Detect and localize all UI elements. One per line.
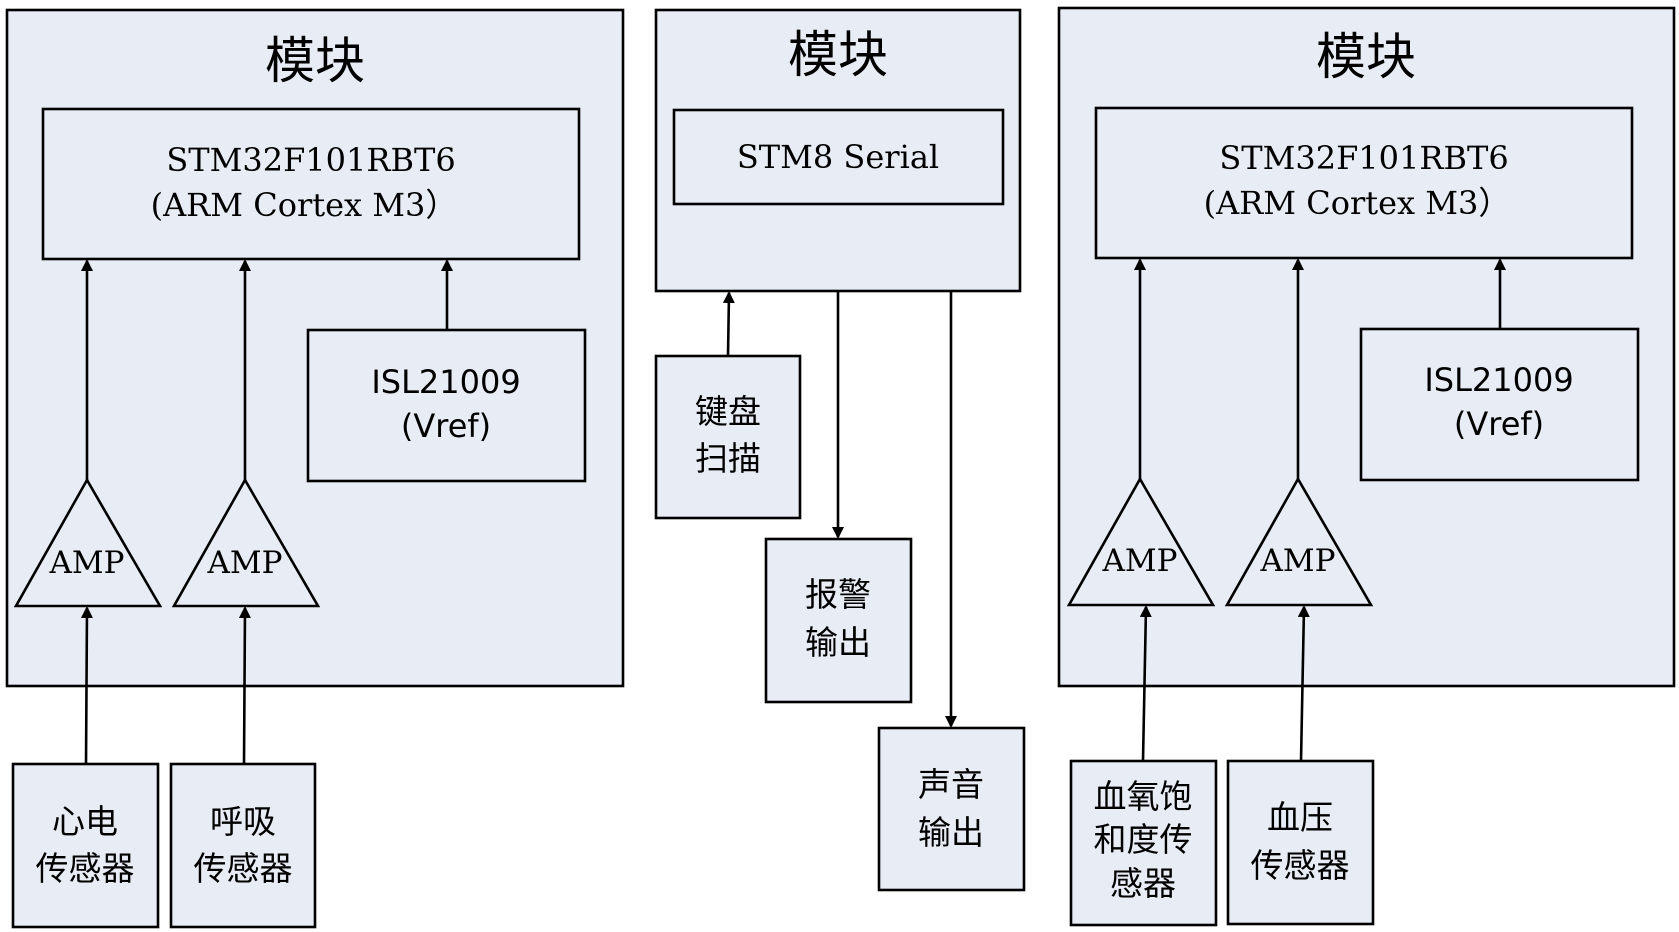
resp-sensor-block: 呼吸 传感器 (169, 762, 317, 929)
spo2-sensor-label-1: 血氧饱 (1094, 777, 1193, 816)
left-amp-2-triangle (171, 477, 321, 608)
left-vref-block: ISL21009 (Vref) (306, 328, 587, 483)
right-amp-2: AMP (1224, 476, 1374, 607)
right-amp-1: AMP (1066, 476, 1216, 607)
middle-mcu-label: STM8 Serial (737, 138, 939, 176)
ecg-sensor-frame (11, 762, 160, 929)
right-amp-2-triangle (1224, 476, 1374, 607)
bp-sensor-frame (1226, 759, 1375, 926)
right-amp-1-triangle (1066, 476, 1216, 607)
left-mcu-block: STM32F101RBT6 (ARM Cortex M3） (41, 107, 581, 261)
keyboard-scan-block: 键盘 扫描 (654, 354, 802, 520)
right-mcu-frame (1094, 106, 1634, 260)
left-vref-frame (306, 328, 587, 483)
resp-sensor-sublabel: 传感器 (194, 849, 293, 888)
right-mcu-block: STM32F101RBT6 (ARM Cortex M3） (1094, 106, 1634, 260)
left-amp-2-label: AMP (207, 545, 283, 581)
ecg-sensor-label: 心电 (52, 802, 118, 841)
keyboard-to-stm8-arrow (722, 291, 735, 357)
left-amp-2: AMP (171, 477, 321, 608)
sound-output-label: 声音 (918, 765, 984, 804)
right-vref-sublabel: (Vref) (1454, 405, 1544, 443)
spo2-sensor-label-3: 感器 (1110, 864, 1176, 903)
ecg-to-amp-arrow (80, 606, 93, 765)
right-vref-frame (1359, 327, 1640, 482)
right-amp-2-label: AMP (1260, 543, 1336, 579)
spo2-sensor-frame (1069, 759, 1218, 927)
keyboard-scan-sublabel: 扫描 (695, 439, 761, 478)
left-mcu-frame (41, 107, 581, 261)
sound-output-sublabel: 输出 (918, 813, 984, 852)
spo2-sensor-label-2: 和度传 (1094, 820, 1193, 859)
left-vref-sublabel: (Vref) (401, 407, 491, 445)
middle-module: 模块 STM8 Serial (654, 8, 1022, 293)
right-vref-label: ISL21009 (1424, 361, 1573, 399)
left-amp-1-label: AMP (49, 545, 125, 581)
ecg-sensor-sublabel: 传感器 (36, 849, 135, 888)
resp-sensor-frame (169, 762, 317, 929)
middle-mcu-block: STM8 Serial (672, 108, 1005, 206)
spo2-sensor-block: 血氧饱 和度传 感器 (1069, 759, 1218, 927)
right-vref-block: ISL21009 (Vref) (1359, 327, 1640, 482)
left-amp-1: AMP (13, 477, 163, 608)
spo2-to-amp-arrow (1139, 605, 1152, 762)
left-mcu-sublabel: (ARM Cortex M3） (151, 186, 458, 224)
resp-sensor-label: 呼吸 (210, 802, 276, 841)
resp-to-amp-arrow (238, 606, 251, 765)
right-mcu-label: STM32F101RBT6 (1219, 139, 1508, 177)
ecg-sensor-block: 心电 传感器 (11, 762, 160, 929)
right-module: 模块 STM32F101RBT6 (ARM Cortex M3） ISL2100… (1057, 6, 1676, 688)
right-mcu-sublabel: (ARM Cortex M3） (1204, 184, 1511, 222)
left-amp-1-triangle (13, 477, 163, 608)
left-module: 模块 STM32F101RBT6 (ARM Cortex M3） ISL2100… (5, 8, 625, 688)
alarm-output-sublabel: 输出 (805, 623, 871, 662)
bp-sensor-sublabel: 传感器 (1251, 846, 1350, 885)
keyboard-scan-label: 键盘 (695, 392, 761, 431)
sound-output-block: 声音 输出 (877, 726, 1026, 892)
keyboard-scan-frame (654, 354, 802, 520)
left-vref-label: ISL21009 (371, 363, 520, 401)
middle-mcu-frame (672, 108, 1005, 206)
alarm-output-label: 报警 (805, 575, 871, 614)
bp-sensor-label: 血压 (1267, 798, 1333, 837)
bp-sensor-block: 血压 传感器 (1226, 759, 1375, 926)
left-module-title: 模块 (265, 32, 365, 90)
sound-output-frame (877, 726, 1026, 892)
alarm-output-frame (764, 537, 913, 704)
right-module-title: 模块 (1316, 28, 1416, 86)
right-amp-1-label: AMP (1102, 543, 1178, 579)
bp-to-amp-arrow (1297, 605, 1310, 762)
middle-module-title: 模块 (788, 26, 888, 84)
left-mcu-label: STM32F101RBT6 (166, 141, 455, 179)
alarm-output-block: 报警 输出 (764, 537, 913, 704)
